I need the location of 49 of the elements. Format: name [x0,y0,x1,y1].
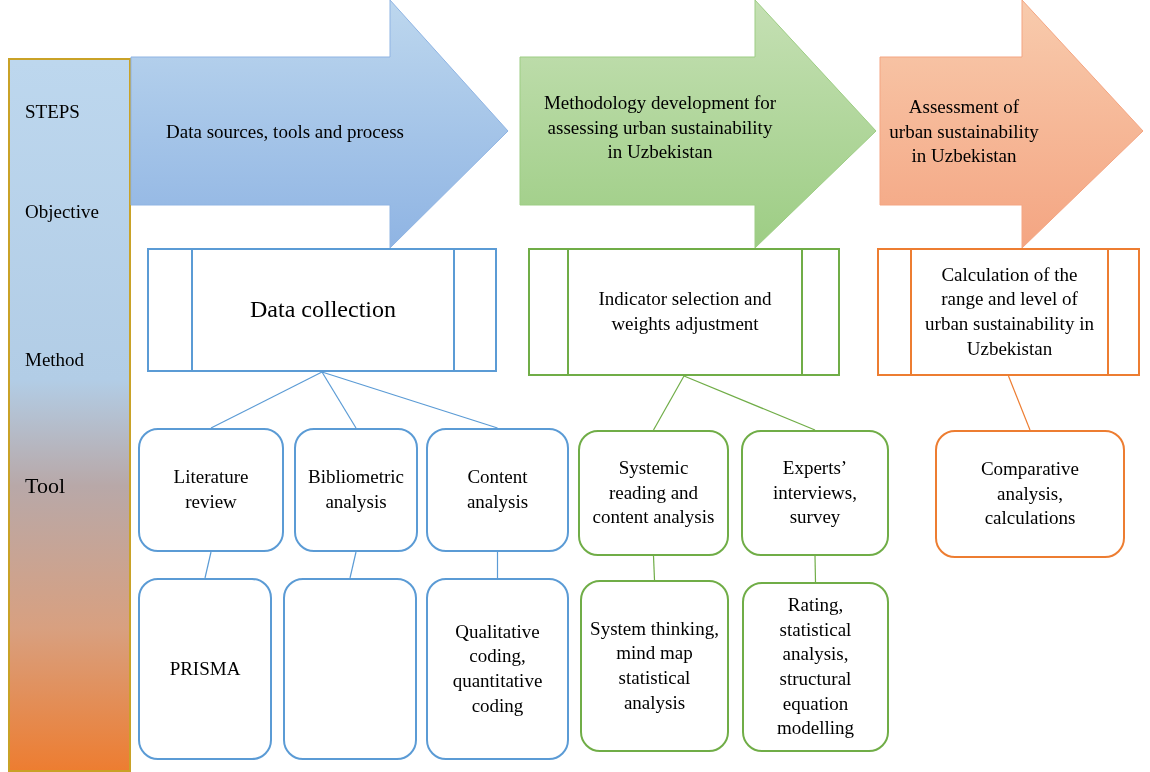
step-heading: Data sources, tools and process [165,119,405,144]
step-banner [520,0,876,248]
rounded-box [741,430,889,556]
rounded-box [294,428,418,552]
steps-bar [8,58,131,772]
rounded-box [283,578,417,760]
connector-line [652,375,685,431]
step-label: Tool [25,472,65,500]
connector-line [321,371,357,429]
step-banner [880,0,1143,248]
connector-line [1007,375,1031,431]
connector-line [683,375,816,431]
box-label: PRISMA [168,656,242,681]
box-label: System thinking, mind map statistical analysis [589,616,720,715]
rounded-box [742,582,889,752]
connector-line [652,555,656,581]
rounded-box [138,428,284,552]
process-label: Indicator selection and weights adjustment [597,287,773,336]
box-label: Comparative analysis, calculations [979,456,1081,531]
step-label: STEPS [25,100,80,124]
step-heading: Methodology development for assessing urban sustainability in Uzbekistan [542,90,778,165]
box-label: Literature review [172,465,250,514]
connector-line [349,551,357,579]
step-heading: Assessment of urban sustainability in Uzbekistan [888,96,1040,168]
box-label: Experts’ interviews, survey [772,455,858,530]
rounded-box [935,430,1125,558]
rounded-box [578,430,729,556]
step-label: Objective [25,200,99,224]
box-label: Rating, statistical analysis, structural equation modelling [775,592,856,741]
process-box [147,248,497,372]
process-box [877,248,1140,376]
box-label: Systemic reading and content analysis [591,455,716,530]
rounded-box [426,578,569,760]
process-box [528,248,840,376]
connector-line [814,555,817,583]
process-label: Calculation of the range and level of urban sustainability in Uzbekistan [924,262,1095,361]
rounded-box [580,580,729,752]
step-banner [131,0,508,248]
rounded-box [138,578,272,760]
rounded-box [426,428,569,552]
process-label: Data collection [249,295,397,325]
connector-line [496,551,499,579]
connector-line [321,371,499,429]
box-label: Content analysis [465,465,530,514]
connector-line [204,551,212,579]
step-label: Method [25,348,85,372]
box-label: Qualitative coding, quantitative coding [451,619,544,718]
connector-line [210,371,323,429]
box-label: Bibliometric analysis [306,465,405,514]
